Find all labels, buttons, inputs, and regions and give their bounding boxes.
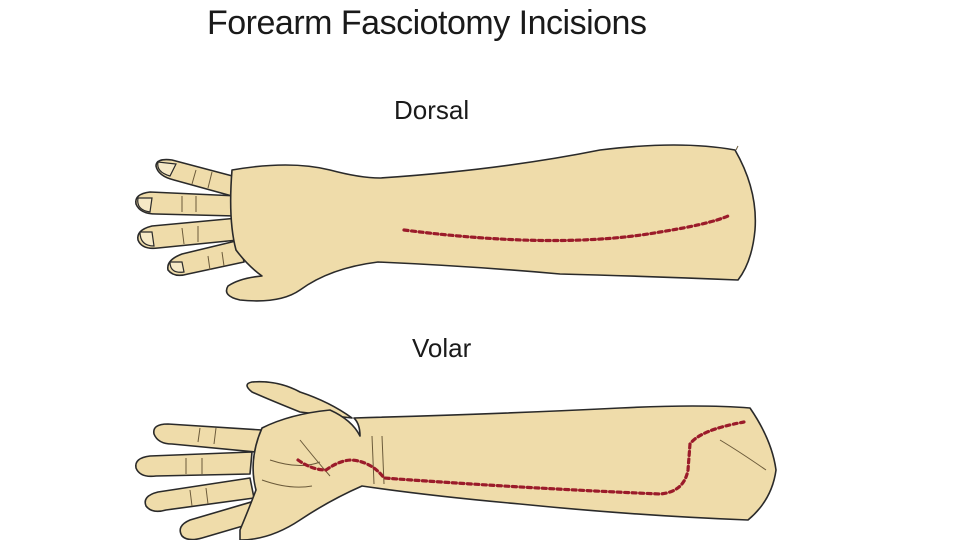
volar-view-label: Volar <box>412 333 472 363</box>
volar-incision-line <box>296 420 746 496</box>
volar-arm-outline <box>134 380 777 540</box>
dorsal-arm-outline <box>134 144 757 302</box>
dorsal-view-label: Dorsal <box>394 95 470 125</box>
slide-title: Forearm Fasciotomy Incisions <box>207 4 647 42</box>
dorsal-incision-line <box>402 214 730 243</box>
